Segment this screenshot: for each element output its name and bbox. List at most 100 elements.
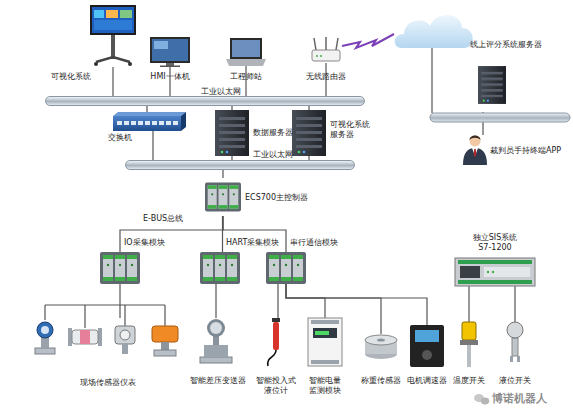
connector-line (223, 216, 286, 252)
plc-node: 独立SIS系统 S7-1200 (455, 258, 535, 286)
temperature-switch (460, 322, 478, 367)
wireless-router (320, 55, 322, 57)
visualization-display (128, 62, 132, 66)
motor-drive (415, 330, 439, 342)
node-label: 交换机 (98, 133, 142, 143)
sensor-bus-wires (164, 305, 165, 326)
dp-transmitter (210, 322, 222, 334)
scoring-server (478, 66, 506, 104)
node-label: IO采集模块 (124, 238, 174, 248)
visualization-display (120, 10, 132, 18)
visualization-display (94, 20, 132, 30)
load-cell (365, 335, 397, 345)
wireless-router (312, 50, 340, 61)
node-label: 智能投入式 液位计 (255, 376, 297, 396)
dp-transmitter (213, 336, 219, 345)
level-gauge (268, 318, 280, 366)
sensor-bus-wires (45, 305, 165, 328)
connector-line (277, 284, 278, 318)
engineer-laptop (226, 59, 266, 66)
device-node: 智能电量 监测模块 (308, 318, 342, 366)
level-switch (512, 338, 518, 356)
level-switch (507, 322, 523, 362)
visualization-display (111, 35, 115, 59)
node-label: 裁判员手持终端APP (490, 146, 570, 156)
connector-line (119, 284, 120, 318)
node-label: 电机调速器 (402, 376, 452, 386)
laptop-node: 工程师站 (226, 38, 266, 66)
node-label: 工程师站 (221, 72, 271, 82)
dp-transmitter (207, 319, 225, 337)
engineer-laptop (230, 38, 262, 59)
data-server (215, 110, 249, 156)
motor-drive (410, 325, 444, 367)
network-switch (113, 112, 186, 131)
internet-cloud (395, 15, 473, 113)
connector-line (231, 106, 232, 110)
node-label: 智能电量 监测模块 (308, 376, 342, 396)
visualization-display (106, 10, 118, 18)
temperature-switch (462, 322, 476, 340)
hart-module (200, 252, 240, 284)
wireless-router (316, 55, 318, 57)
level-gauge (272, 318, 280, 322)
hmi-panel (160, 66, 180, 68)
referee-person (463, 148, 487, 165)
device-node: 温度开关 (458, 322, 480, 367)
sis-plc (484, 267, 530, 277)
node-label: 线上评分系统服务器 (470, 40, 566, 50)
connector-line (152, 131, 153, 160)
pressure-transmitter (37, 322, 53, 338)
node-label: ECS700主控制器 (245, 193, 325, 203)
server-node: 数据服务器 (215, 110, 249, 156)
flow-meter (80, 330, 90, 344)
node-label: 数据服务器 (253, 128, 303, 138)
power-monitor (308, 318, 342, 366)
node-label: 智能差压变送器 (186, 376, 250, 386)
node-label: 串行通信模块 (290, 238, 346, 248)
visualization-display (94, 62, 98, 66)
scoring-server (478, 66, 506, 104)
connector-line (112, 67, 113, 96)
node-label: 可视化系统 服务器 (330, 120, 374, 140)
power-monitor (315, 331, 329, 335)
connector-line (146, 106, 147, 112)
power-monitor (313, 328, 337, 338)
electric-actuator (161, 342, 169, 350)
hart-module (200, 252, 240, 284)
serial-module (266, 252, 306, 284)
connector-line (286, 284, 427, 325)
engineer-laptop (226, 38, 266, 66)
serial-module (266, 252, 306, 284)
temperature-switch (467, 345, 471, 367)
ethernet-bus: 工业以太网 (45, 96, 365, 106)
sis-plc (455, 258, 535, 286)
sensor-bus-wires (124, 305, 125, 326)
module-node: HART采集模块 (200, 252, 240, 284)
connector-line (222, 170, 223, 178)
hmi-panel (150, 37, 190, 67)
sis-plc (460, 266, 480, 278)
watermark-icon (474, 394, 489, 404)
visualization-display (90, 5, 136, 66)
wireless-link (342, 34, 394, 48)
server-node: 可视化系统 服务器 (292, 110, 326, 156)
power-monitor (308, 318, 342, 366)
referee-person (470, 136, 481, 141)
visualization-display (90, 5, 136, 35)
router-node: 无线路由器 (312, 38, 340, 63)
referee-person (463, 136, 487, 166)
online-network-bus (430, 113, 570, 122)
valve-positioner (120, 330, 130, 340)
engineer-laptop (232, 40, 260, 57)
main-controller (205, 183, 241, 212)
watermark-text: 博诺机器人 (492, 393, 547, 405)
visualization-server (292, 110, 326, 156)
sis-plc (458, 260, 532, 264)
network-switch (181, 112, 186, 131)
connector-line (286, 284, 325, 318)
sis-plc (492, 271, 494, 273)
load-cell (365, 335, 397, 359)
device-node: 液位开关 (500, 322, 530, 360)
